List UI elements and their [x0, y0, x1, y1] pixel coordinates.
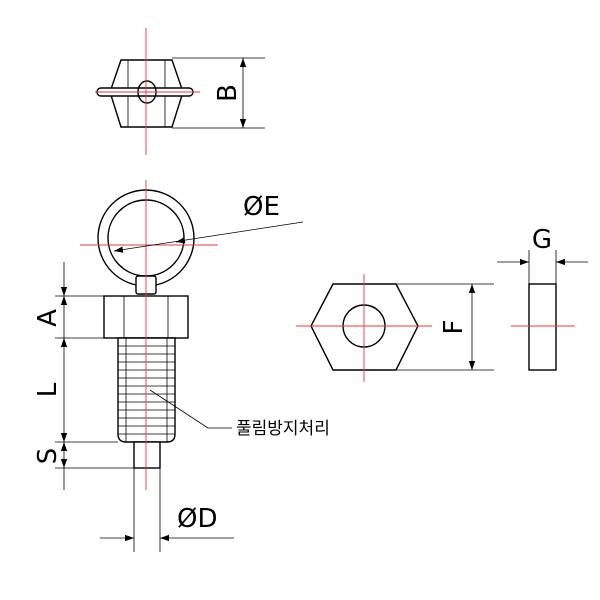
plunger-pin [133, 441, 161, 469]
note-leader [149, 389, 232, 429]
s-dimension-label: S [33, 448, 63, 465]
d-dimension-label: ØD [177, 504, 218, 534]
e-dimension-label: ØE [243, 192, 280, 222]
hex-nut-side-outline [528, 283, 557, 371]
thread-lines [118, 338, 175, 442]
e-dimension-line [113, 221, 304, 253]
hex-nut-side-view: G [497, 225, 588, 371]
e-dimension-arrow-2 [175, 237, 186, 244]
b-dimension-label: B [213, 84, 243, 102]
g-dimension-label: G [532, 225, 552, 255]
l-dimension-label: L [33, 382, 63, 397]
hex-nut-outline [310, 283, 419, 371]
top-view: B [95, 28, 265, 155]
a-dimension-label: A [33, 309, 63, 327]
front-view: ØE A L S ØD 풀림방지처리 [33, 180, 330, 552]
hex-nut-view: F [296, 274, 494, 382]
anti-loosening-note: 풀림방지처리 [236, 419, 330, 439]
f-dimension-label: F [439, 320, 469, 335]
